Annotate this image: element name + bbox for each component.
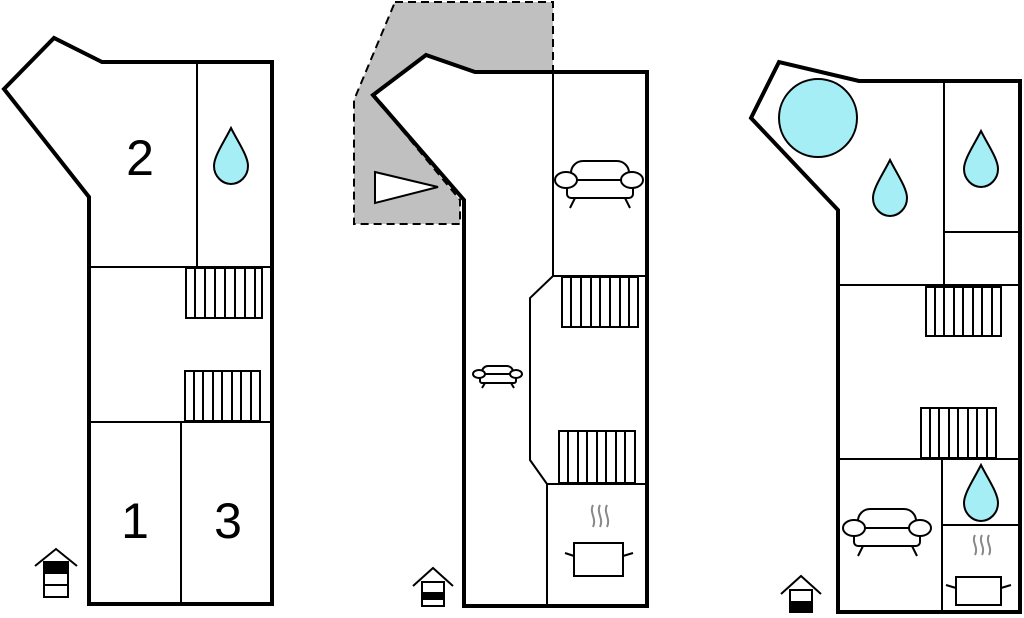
stairs-icon xyxy=(920,407,997,459)
room-number-2: 2 xyxy=(126,130,154,186)
floor-plan-middle xyxy=(353,1,649,608)
terrace-area xyxy=(353,1,554,225)
floor-outline-left xyxy=(1,35,274,606)
sofa-icon xyxy=(554,160,644,209)
terrace-arrow-icon xyxy=(374,170,439,205)
floor-plan-left: 2 1 3 xyxy=(1,35,274,606)
stairs-icon xyxy=(185,267,263,319)
floor-outline-middle xyxy=(370,52,649,608)
water-drop-icon xyxy=(212,125,250,186)
house-level-icon xyxy=(780,574,822,613)
floor-outline-right xyxy=(748,59,1022,614)
stairs-icon xyxy=(925,286,1002,337)
floor-plan-right xyxy=(748,59,1022,614)
stairs-icon xyxy=(561,276,639,328)
stairs-icon xyxy=(184,370,261,422)
room-number-3: 3 xyxy=(214,493,242,549)
cooking-pot-icon xyxy=(564,504,634,577)
pool-icon xyxy=(778,78,858,158)
room-number-1: 1 xyxy=(121,493,149,549)
stairs-icon xyxy=(558,430,636,484)
cooking-pot-icon xyxy=(945,534,1012,606)
water-drop-icon xyxy=(962,128,1000,189)
house-level-icon xyxy=(412,566,454,607)
house-level-icon xyxy=(34,547,78,598)
water-drop-icon xyxy=(871,157,909,218)
sofa-icon xyxy=(842,508,932,557)
sofa-icon xyxy=(472,365,523,389)
water-drop-icon xyxy=(962,462,1000,523)
